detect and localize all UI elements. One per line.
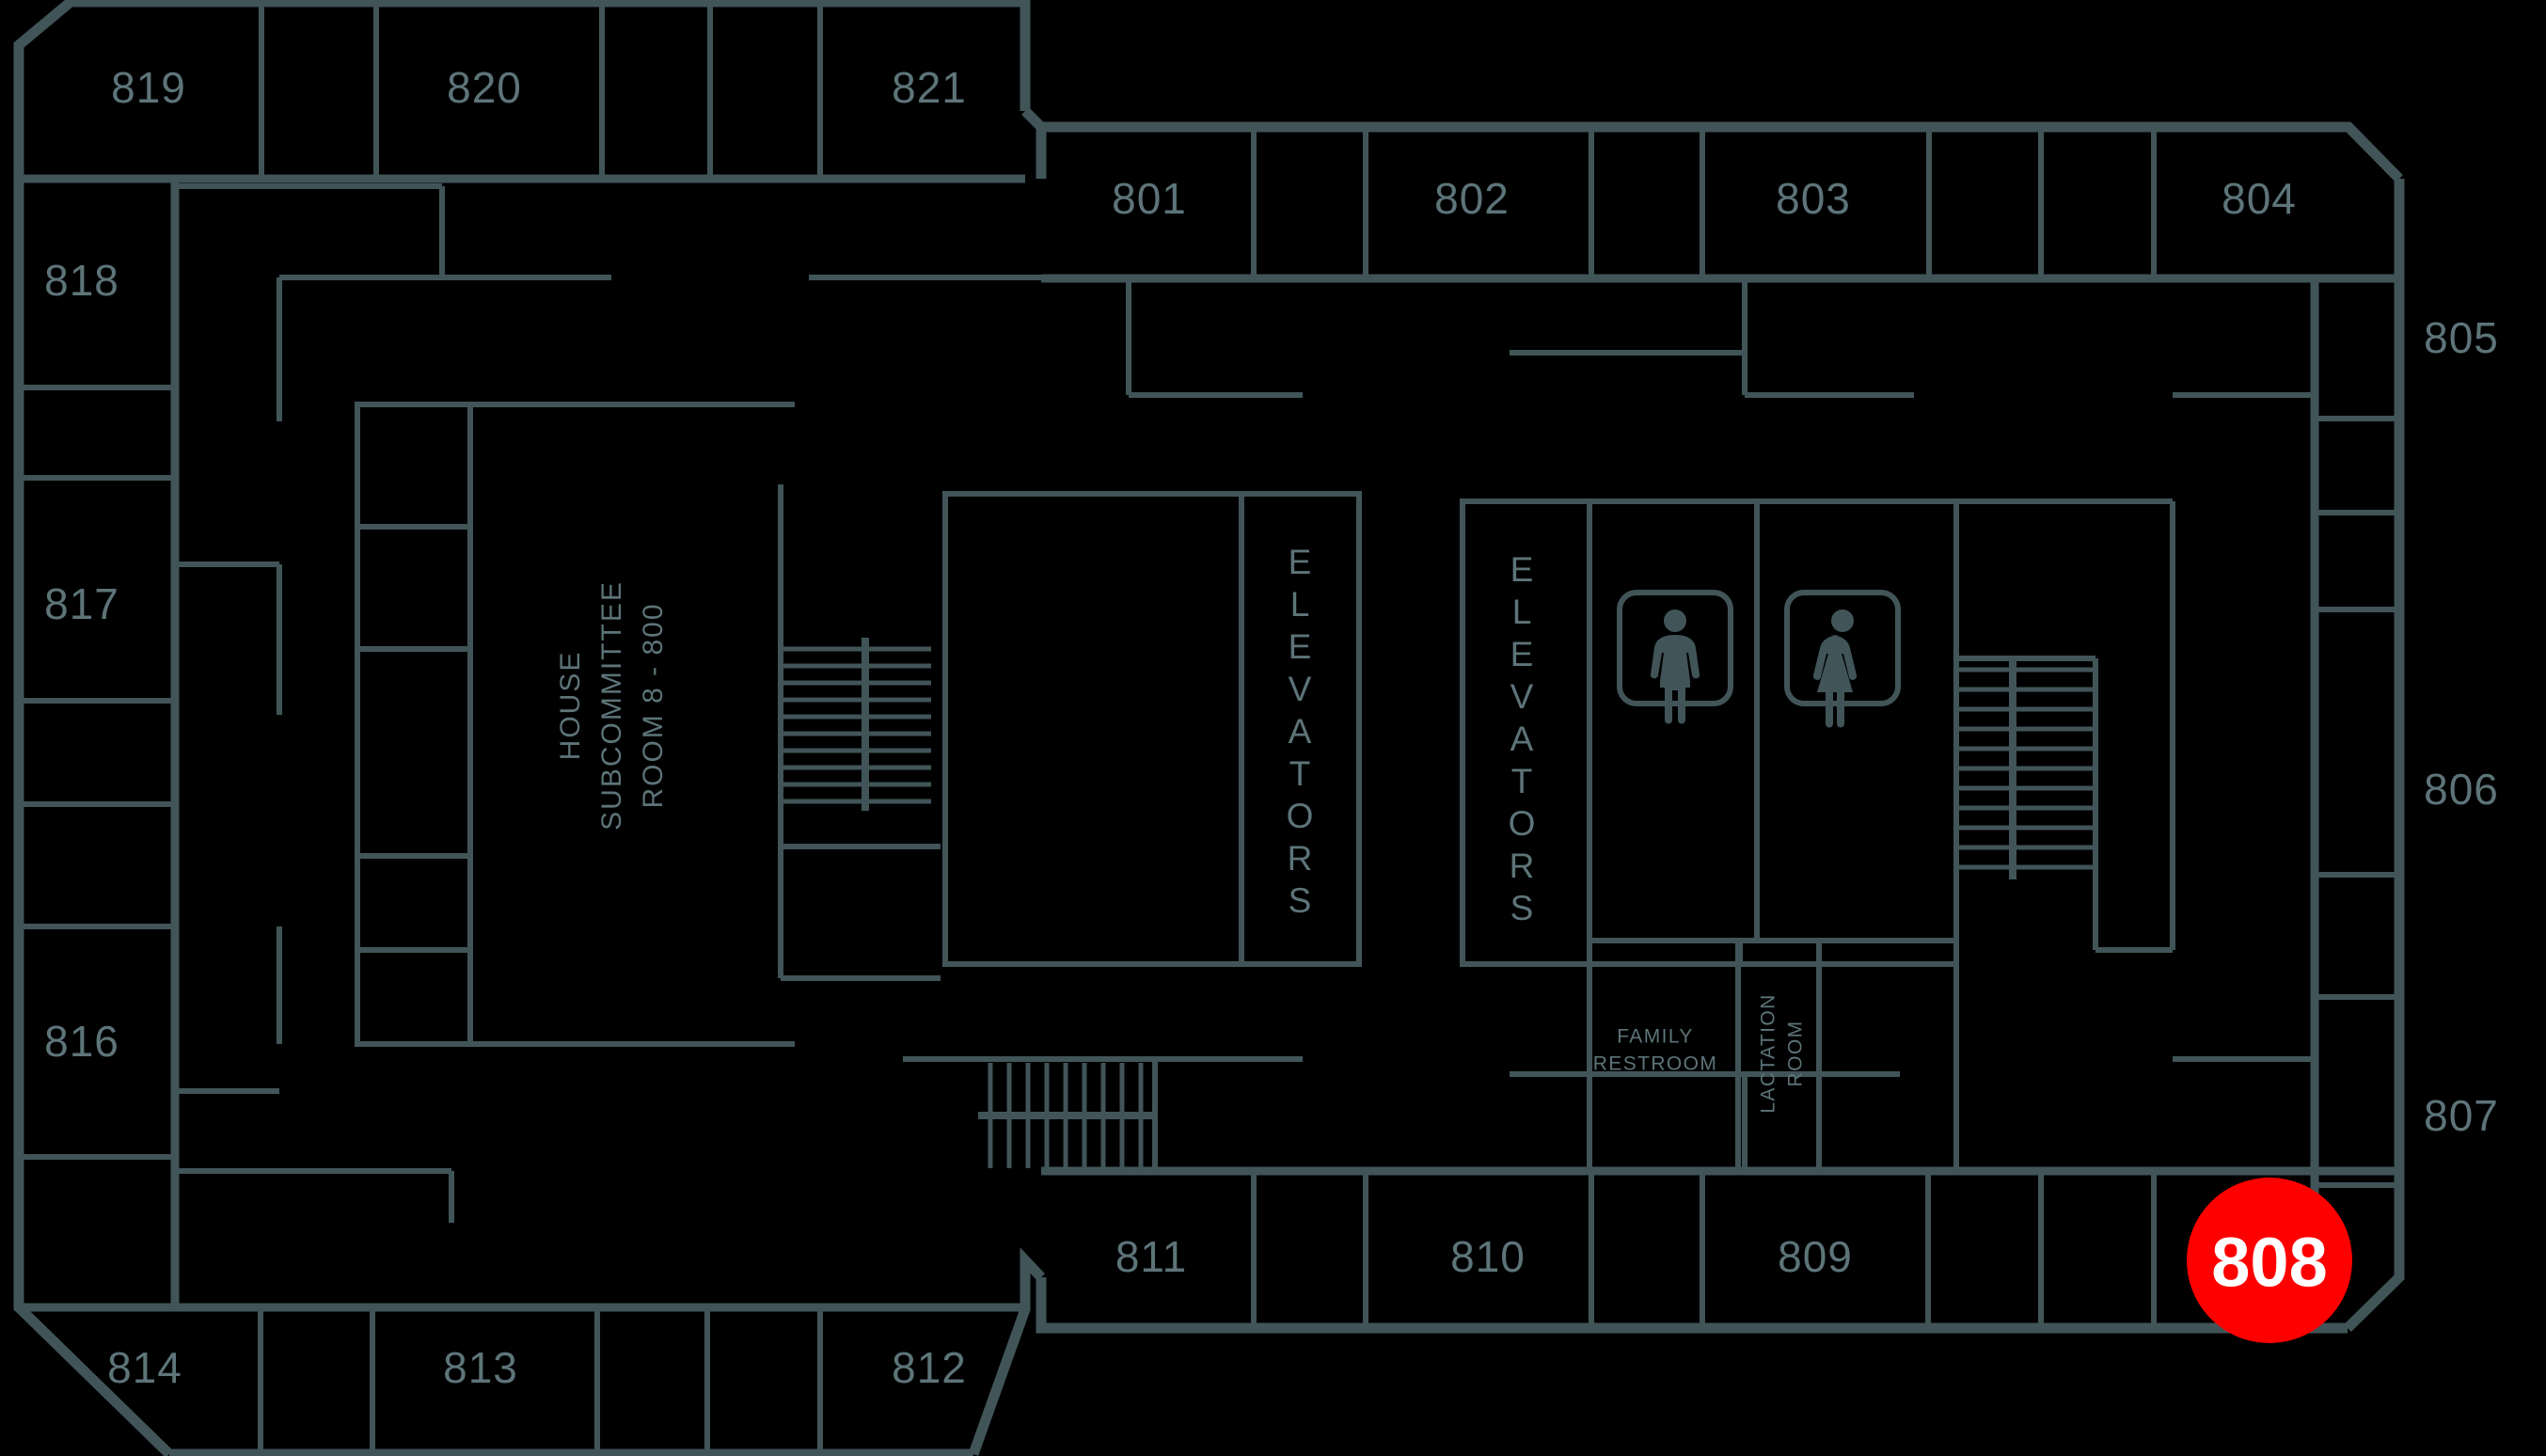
elev-r-char-6: O: [1509, 804, 1536, 843]
subcommittee-line-2: SUBCOMMITTEE: [596, 580, 627, 831]
elev-l-char-1: L: [1290, 585, 1310, 624]
room-label-817[interactable]: 817: [44, 579, 119, 628]
subcommittee-line-3: ROOM 8 - 800: [638, 602, 669, 808]
elev-r-char-4: A: [1510, 720, 1534, 758]
family-restroom-line-2: RESTROOM: [1593, 1053, 1718, 1075]
room-label-813[interactable]: 813: [443, 1343, 518, 1392]
elev-l-char-8: S: [1289, 881, 1312, 920]
room-label-802[interactable]: 802: [1434, 174, 1510, 223]
family-restroom-line-1: FAMILY: [1617, 1026, 1694, 1048]
room-label-801[interactable]: 801: [1112, 174, 1187, 223]
room-label-818[interactable]: 818: [44, 256, 119, 305]
elev-l-char-7: R: [1288, 839, 1313, 878]
elev-l-char-4: A: [1289, 712, 1312, 751]
elev-l-char-6: O: [1287, 797, 1314, 835]
room-label-806[interactable]: 806: [2424, 765, 2499, 814]
subcommittee-line-1: HOUSE: [555, 651, 586, 761]
northeast-room-band: [1041, 127, 2399, 283]
house-subcommittee-label: HOUSE SUBCOMMITTEE ROOM 8 - 800: [555, 580, 669, 831]
elev-r-char-7: R: [1510, 847, 1535, 885]
elev-r-char-0: E: [1510, 550, 1534, 589]
room-label-814[interactable]: 814: [107, 1343, 182, 1392]
east-room-band: [2310, 278, 2399, 1328]
mens-restroom-icon: [1617, 590, 1733, 724]
room-label-820[interactable]: 820: [447, 63, 522, 112]
elev-r-char-1: L: [1512, 593, 1532, 631]
elev-l-char-3: V: [1289, 670, 1312, 708]
elev-r-char-2: E: [1510, 635, 1534, 673]
room-label-821[interactable]: 821: [892, 63, 967, 112]
room-label-809[interactable]: 809: [1778, 1232, 1853, 1281]
room-label-807[interactable]: 807: [2424, 1091, 2499, 1140]
elev-r-char-5: T: [1511, 762, 1533, 800]
north-room-band: [19, 2, 1025, 183]
lactation-room-line-2: ROOM: [1785, 1021, 1807, 1087]
family-restroom-label: FAMILY RESTROOM: [1593, 1026, 1718, 1075]
room-label-810[interactable]: 810: [1450, 1232, 1526, 1281]
south-room-band: [19, 1303, 1025, 1454]
elev-r-char-3: V: [1510, 677, 1534, 716]
highlight-badge-circle[interactable]: [2187, 1178, 2352, 1343]
highlight-badge-808[interactable]: 808: [2187, 1178, 2352, 1343]
lactation-room-label: LACTATION ROOM: [1758, 993, 1807, 1113]
room-label-812[interactable]: 812: [892, 1343, 967, 1392]
lactation-room-line-1: LACTATION: [1758, 993, 1779, 1113]
elevators-label-left: E L E V A T O R S: [1287, 543, 1314, 920]
room-label-819[interactable]: 819: [111, 63, 186, 112]
elev-r-char-8: S: [1510, 889, 1534, 927]
elev-l-char-2: E: [1289, 627, 1312, 666]
room-label-804[interactable]: 804: [2222, 174, 2297, 223]
stairs-icon-center-left: [783, 638, 931, 811]
central-core-right: [1460, 499, 2175, 1174]
west-room-band: [19, 179, 180, 1307]
elev-l-char-5: T: [1289, 754, 1311, 793]
room-label-816[interactable]: 816: [44, 1017, 119, 1066]
central-core-left: [942, 491, 1362, 967]
room-label-803[interactable]: 803: [1776, 174, 1851, 223]
stairs-icon-right: [1958, 658, 2094, 879]
stairs-icon-bottom-center: [978, 1059, 1158, 1171]
building-outline: [13, 0, 2405, 1456]
house-subcommittee-room[interactable]: [355, 402, 941, 1047]
corridor-walls: [175, 183, 2315, 1223]
elev-l-char-0: E: [1289, 543, 1312, 581]
room-label-811[interactable]: 811: [1115, 1232, 1187, 1281]
room-label-805[interactable]: 805: [2424, 313, 2499, 362]
highlight-badge-label[interactable]: 808: [2211, 1224, 2327, 1302]
room-number-labels: 819 820 821 801 802 803 804 805 806 807 …: [44, 63, 2499, 1392]
elevators-label-right: E L E V A T O R S: [1509, 550, 1536, 927]
womens-restroom-icon: [1784, 590, 1901, 728]
